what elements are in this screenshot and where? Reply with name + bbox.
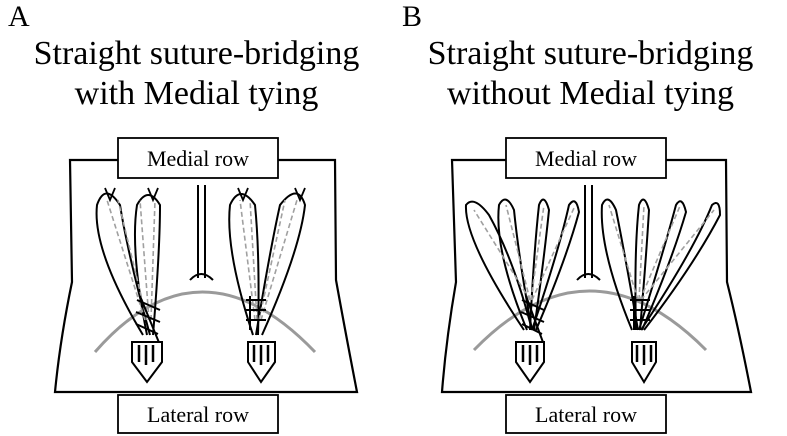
lateral-row-label: Lateral row [147, 402, 249, 427]
suture-bridge-diagram: Medial row Lateral row [440, 137, 753, 434]
panel-title-line1: Straight suture-bridging [427, 35, 754, 72]
panel-title: Straight suture-bridging with Medial tyi… [0, 34, 413, 114]
suture-loop [255, 192, 307, 336]
panel-b: B Straight suture-bridging without Media… [394, 0, 787, 436]
lateral-row-box [505, 394, 667, 434]
medial-row-label: Medial row [535, 146, 637, 171]
panel-letter: B [402, 0, 423, 33]
suture-group-right [600, 198, 722, 384]
suture-loop [134, 194, 162, 336]
anchor-threads [635, 345, 653, 365]
panel-letter: A [8, 0, 30, 33]
lateral-row-label: Lateral row [535, 402, 637, 427]
suture-fan [638, 200, 688, 331]
suture-fan [464, 200, 533, 331]
hidden-suture [239, 199, 298, 321]
suture-fan [640, 202, 722, 331]
medial-knot-arrow [294, 187, 306, 203]
lateral-suture-loops [630, 296, 650, 330]
panel-title-line2: without Medial tying [446, 75, 735, 112]
suture-bridge-diagram: Medial row Lateral row [53, 137, 359, 434]
suture-fan [531, 200, 581, 331]
anchor-threads [521, 345, 539, 365]
suture-fan [600, 198, 639, 331]
medial-knot-arrow [147, 187, 159, 203]
medial-row-box [117, 137, 279, 179]
suture-fan [529, 198, 551, 331]
suture-fan [497, 198, 533, 331]
tendon-split-notch [576, 273, 601, 281]
panel-title: Straight suture-bridging without Medial … [374, 34, 787, 114]
tendon-split-line [197, 185, 206, 278]
lateral-suture-loops [246, 296, 266, 330]
anchor-threads [252, 345, 270, 365]
panel-title-line1: Straight suture-bridging [33, 35, 360, 72]
medial-knot-arrow [104, 187, 116, 203]
lateral-row-box [117, 394, 279, 434]
tendon-split-line [584, 185, 593, 278]
tendon-outline [440, 158, 753, 394]
medial-knot-arrow [237, 187, 249, 203]
suture-group-left [464, 198, 581, 384]
medial-row-label: Medial row [147, 146, 249, 171]
suture-fan [634, 198, 651, 331]
tendon-outline [53, 158, 359, 394]
lateral-suture-loops [520, 295, 545, 346]
panel-a: A Straight suture-bridging with Medial t… [0, 0, 393, 436]
suture-loop [228, 193, 260, 336]
bone-surface-arc [93, 290, 317, 354]
hidden-suture [608, 204, 715, 301]
panel-title-line2: with Medial tying [74, 75, 319, 112]
suture-group-right [228, 187, 307, 384]
anchor-threads [137, 345, 155, 365]
medial-row-box [505, 137, 667, 179]
bone-surface-arc [472, 289, 708, 352]
hidden-suture [473, 204, 575, 301]
lateral-suture-loops [135, 295, 161, 346]
tendon-split-notch [189, 273, 214, 281]
suture-group-left [95, 187, 163, 384]
